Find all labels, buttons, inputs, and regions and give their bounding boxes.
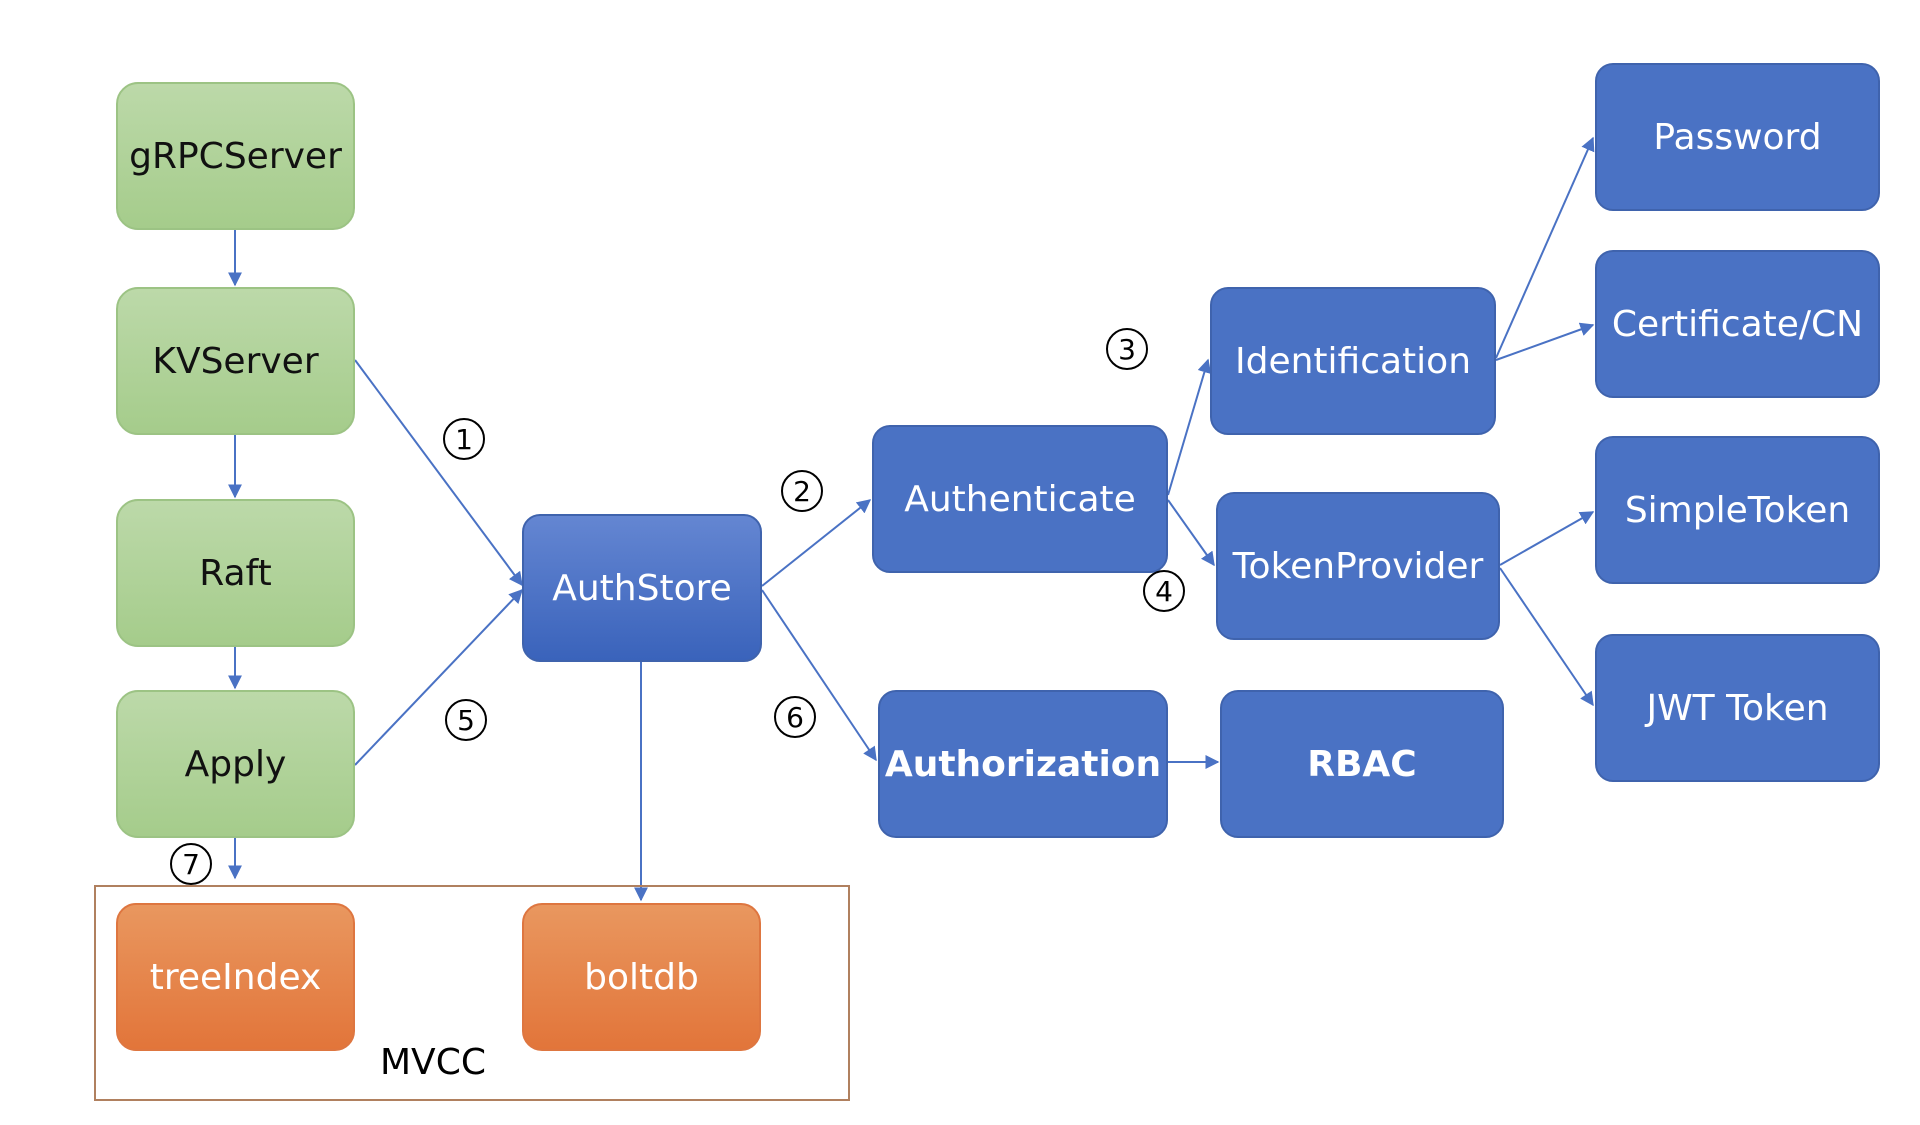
step-badge-7: 7 <box>170 843 212 885</box>
step-badge-6: 6 <box>774 696 816 738</box>
mvcc-group-frame <box>94 885 850 1101</box>
arrow-authenticate-to-tokenprovider <box>1167 499 1215 567</box>
arrow-authstore-to-authenticate <box>761 499 872 587</box>
step-badge-1: 1 <box>443 418 485 460</box>
authorization-node[interactable]: Authorization <box>878 690 1168 838</box>
step-badge-3: 3 <box>1106 328 1148 370</box>
step-badge-4: 4 <box>1143 570 1185 612</box>
arrow-authstore-to-authorization <box>761 589 877 762</box>
arrow-tokenprovider-to-jwttoken <box>1499 567 1594 707</box>
token-provider-node[interactable]: TokenProvider <box>1216 492 1500 640</box>
certificate-cn-node[interactable]: Certificate/CN <box>1595 250 1880 398</box>
arrow-tokenprovider-to-simpletoken <box>1499 511 1595 566</box>
step-badge-5: 5 <box>445 699 487 741</box>
arrow-identification-to-certificate <box>1495 322 1595 361</box>
arrow-identification-to-password <box>1495 136 1595 359</box>
arrow-apply-to-authstore <box>354 588 523 766</box>
identification-node[interactable]: Identification <box>1210 287 1496 435</box>
raft-node[interactable]: Raft <box>116 499 355 647</box>
apply-node[interactable]: Apply <box>116 690 355 838</box>
password-node[interactable]: Password <box>1595 63 1880 211</box>
step-badge-2: 2 <box>781 470 823 512</box>
simple-token-node[interactable]: SimpleToken <box>1595 436 1880 584</box>
grpc-server-node[interactable]: gRPCServer <box>116 82 355 230</box>
rbac-node[interactable]: RBAC <box>1220 690 1504 838</box>
jwt-token-node[interactable]: JWT Token <box>1595 634 1880 782</box>
boltdb-node[interactable]: boltdb <box>522 903 761 1051</box>
auth-store-node[interactable]: AuthStore <box>522 514 762 662</box>
authenticate-node[interactable]: Authenticate <box>872 425 1168 573</box>
arrow-kv-to-authstore <box>354 359 523 587</box>
tree-index-node[interactable]: treeIndex <box>116 903 355 1051</box>
arrow-authenticate-to-identification <box>1167 358 1212 496</box>
kv-server-node[interactable]: KVServer <box>116 287 355 435</box>
mvcc-group-label: MVCC <box>380 1042 486 1083</box>
